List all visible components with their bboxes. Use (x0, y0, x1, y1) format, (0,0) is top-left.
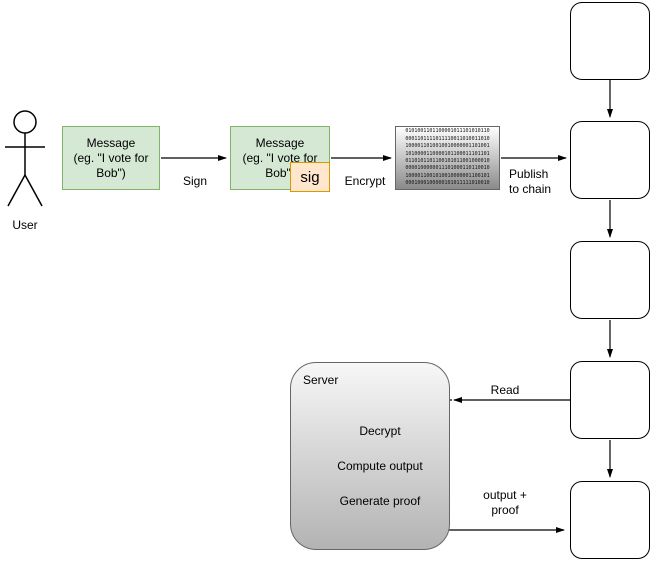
sign-edge-label: Sign (182, 174, 208, 188)
server-step-decrypt: Decrypt (359, 424, 401, 438)
server-step-proof: Generate proof (339, 494, 421, 508)
ciphertext-node: 0101001101100001011101010110 00011011110… (395, 126, 500, 190)
chain-block-5 (570, 481, 650, 559)
chain-block-4 (570, 361, 650, 439)
chain-block-2 (570, 121, 650, 199)
encrypt-edge-label: Encrypt (344, 174, 386, 188)
server-title: Server (303, 373, 339, 387)
chain-block-1 (570, 2, 650, 80)
output-edge-label: output + proof (483, 488, 527, 517)
signature-badge: sig (290, 162, 330, 192)
read-edge-label: Read (490, 383, 520, 397)
server-container (290, 362, 450, 550)
message-plain-node: Message (eg. "I vote for Bob") (62, 126, 160, 190)
publish-edge-label: Publish to chain (509, 167, 552, 196)
chain-block-3 (570, 241, 650, 319)
server-step-compute: Compute output (337, 459, 423, 473)
user-icon (5, 110, 45, 207)
user-label: User (12, 218, 38, 232)
